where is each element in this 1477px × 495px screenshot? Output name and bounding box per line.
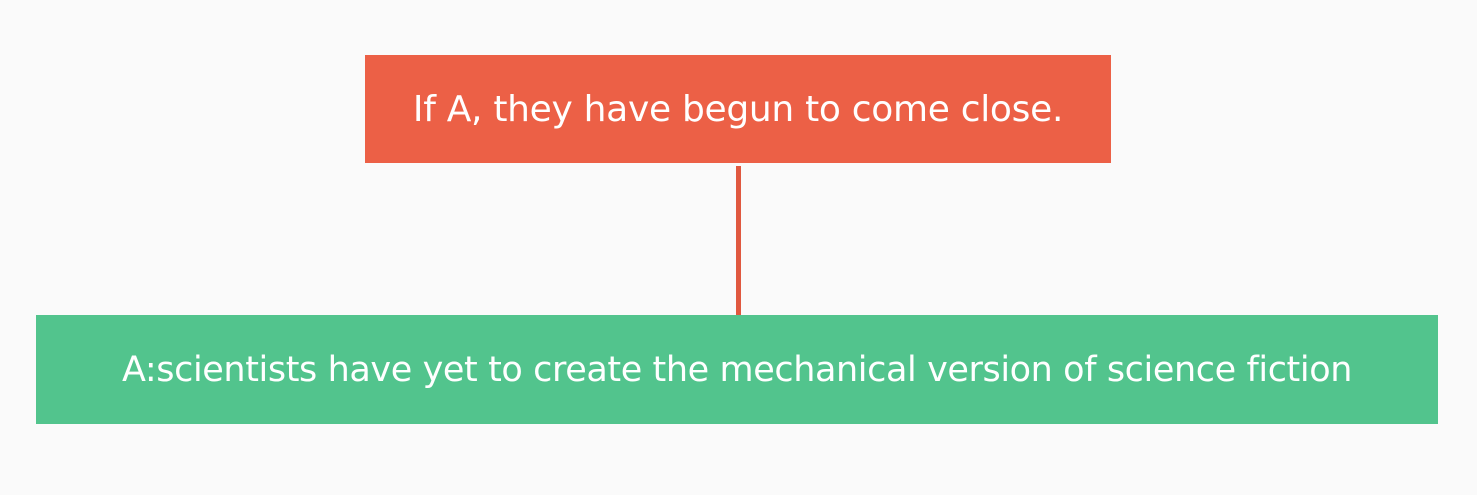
connector-line: [736, 166, 741, 315]
bottom-node: A:scientists have yet to create the mech…: [36, 315, 1438, 424]
top-node: If A, they have begun to come close.: [365, 55, 1111, 163]
top-node-label: If A, they have begun to come close.: [412, 88, 1064, 130]
bottom-node-label: A:scientists have yet to create the mech…: [121, 349, 1353, 390]
